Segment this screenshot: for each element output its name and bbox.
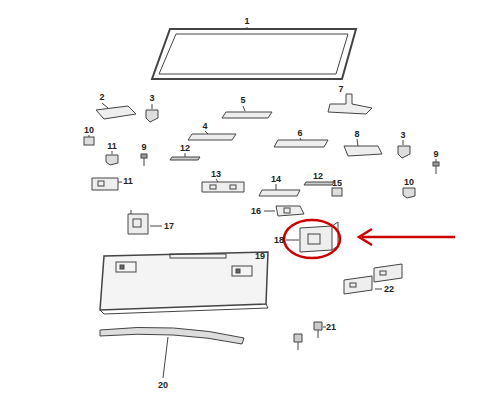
callout-number: 13 [210,169,222,180]
callout-number: 14 [270,174,282,185]
callout-number: 21 [325,322,337,333]
callout-number: 9 [140,142,147,153]
callout-number: 7 [337,84,344,95]
callout-number: 22 [383,284,395,295]
callout-number: 20 [157,380,169,391]
callout-number: 16 [250,206,262,217]
callout-number: 12 [179,143,191,154]
callout-number: 8 [353,129,360,140]
callout-number: 15 [331,178,343,189]
callout-number: 10 [403,177,415,188]
callout-number: 11 [122,176,134,187]
callout-number: 6 [296,128,303,139]
callout-number: 4 [201,121,208,132]
callout-number: 9 [432,149,439,160]
callout-number: 17 [163,221,175,232]
callout-number: 5 [239,95,246,106]
callout-number: 19 [254,251,266,262]
callout-number: 12 [312,171,324,182]
callout-number: 3 [148,93,155,104]
callout-number: 2 [98,92,105,103]
callout-number: 10 [83,125,95,136]
callout-number: 18 [273,235,285,246]
callout-number: 11 [106,141,118,152]
callout-number: 1 [243,16,250,27]
callout-number: 3 [399,130,406,141]
